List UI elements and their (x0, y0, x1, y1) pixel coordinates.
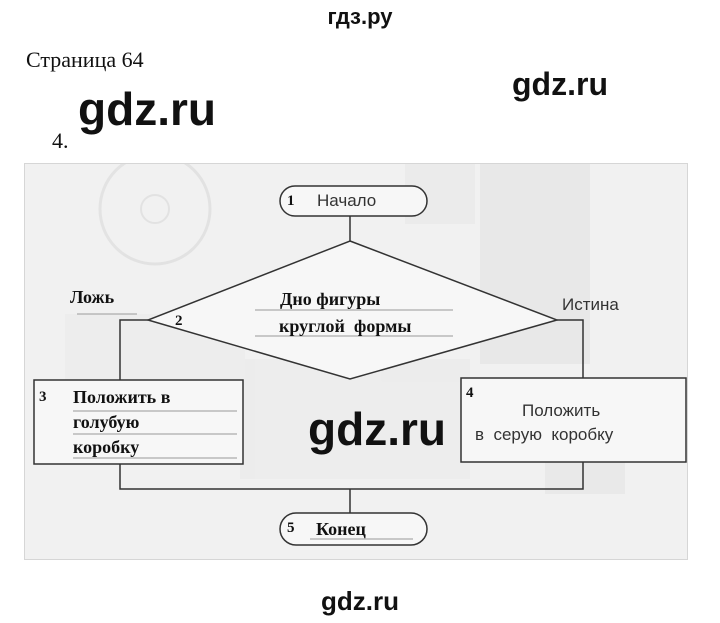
flowchart-diagram (25, 164, 687, 559)
false-branch-label: Ложь (70, 288, 114, 306)
start-label: Начало (317, 192, 376, 209)
action-true-line-2: в серую коробку (475, 426, 613, 443)
decision-line-2: круглой формы (279, 317, 411, 335)
action-false-line-3: коробку (73, 438, 139, 456)
true-branch-label: Истина (562, 296, 619, 313)
end-label: Конец (316, 520, 366, 538)
task-number: 4. (52, 128, 69, 154)
end-number: 5 (287, 521, 295, 536)
footer-watermark: gdz.ru (0, 586, 720, 617)
start-number: 1 (287, 194, 295, 209)
action-false-line-1: Положить в (73, 388, 170, 406)
page-label: Страница 64 (26, 47, 144, 73)
decision-line-1: Дно фигуры (280, 290, 380, 308)
action-true-line-1: Положить (522, 402, 600, 419)
action-false-line-2: голубую (73, 413, 139, 431)
flowchart-panel: 1 Начало Ложь Истина 2 Дно фигуры кругло… (24, 163, 688, 560)
site-header: гдз.ру (0, 4, 720, 30)
watermark-main: gdz.ru (78, 82, 216, 136)
watermark-center: gdz.ru (308, 402, 446, 456)
action-true-number: 4 (466, 386, 474, 401)
action-false-number: 3 (39, 390, 47, 405)
decision-number: 2 (175, 314, 183, 329)
watermark-corner: gdz.ru (512, 66, 608, 103)
action-box-true (461, 378, 686, 462)
